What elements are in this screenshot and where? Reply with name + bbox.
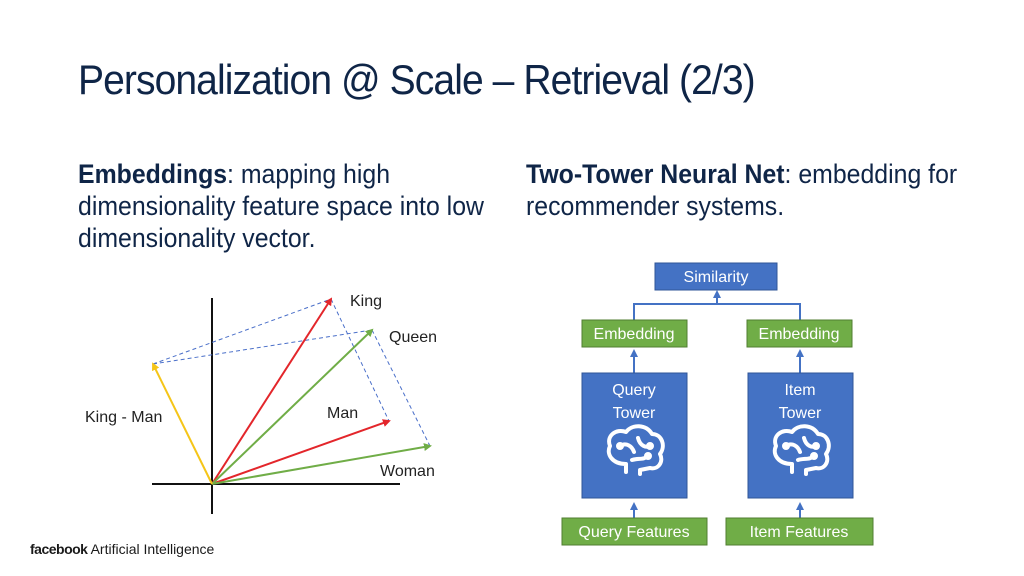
king-minus-man-vector — [152, 362, 213, 485]
king-minus-man-label: King - Man — [85, 409, 162, 426]
word-vector-plot: King Queen Man Woman King - Man — [85, 293, 437, 514]
facebook-logo: facebook — [30, 541, 88, 557]
woman-vector — [211, 443, 432, 485]
item-tower-label-line1: Item — [784, 382, 815, 399]
query-embedding-box — [581, 319, 688, 348]
brain-icon — [606, 424, 665, 476]
embeddings-description: Embeddings: mapping high dimensionality … — [78, 158, 501, 254]
woman-label: Woman — [380, 463, 435, 480]
man-label: Man — [327, 405, 358, 422]
item-embedding-label: Embedding — [759, 326, 840, 343]
two-tower-term: Two-Tower Neural Net — [526, 159, 785, 189]
brain-icon — [772, 424, 831, 476]
query-tower-label-line1: Query — [612, 382, 656, 399]
two-tower-definition: : embedding for recommender systems. — [526, 159, 958, 221]
query-tower-box — [581, 372, 688, 499]
query-embedding-label: Embedding — [594, 326, 675, 343]
footer: facebook Artificial Intelligence — [30, 541, 214, 557]
item-embedding-box — [746, 319, 853, 348]
item-features-box — [725, 517, 874, 546]
query-tower-label-line2: Tower — [613, 405, 656, 422]
similarity-label: Similarity — [684, 269, 749, 286]
king-label: King — [350, 293, 382, 310]
two-tower-diagram: Similarity Embedding Embedding Query Tow… — [561, 262, 874, 546]
slide-title: Personalization @ Scale – Retrieval (2/3… — [78, 56, 756, 103]
two-tower-description: Two-Tower Neural Net: embedding for reco… — [526, 158, 958, 222]
item-tower-label-line2: Tower — [779, 405, 822, 422]
dashed-guide — [371, 329, 431, 447]
queen-vector — [211, 328, 374, 485]
dashed-guide — [152, 298, 332, 365]
connector — [633, 303, 801, 320]
item-tower-box — [747, 372, 854, 499]
queen-label: Queen — [389, 329, 437, 346]
dashed-guide — [152, 329, 373, 365]
similarity-box — [654, 262, 778, 291]
footer-text: Artificial Intelligence — [90, 541, 215, 557]
king-vector — [211, 297, 333, 485]
embeddings-term: Embeddings — [78, 159, 228, 189]
man-vector — [211, 419, 391, 485]
dashed-guide — [330, 298, 390, 422]
embeddings-definition: : mapping high dimensionality feature sp… — [78, 159, 484, 253]
item-features-label: Item Features — [750, 524, 849, 541]
query-features-box — [561, 517, 708, 546]
query-features-label: Query Features — [578, 524, 689, 541]
